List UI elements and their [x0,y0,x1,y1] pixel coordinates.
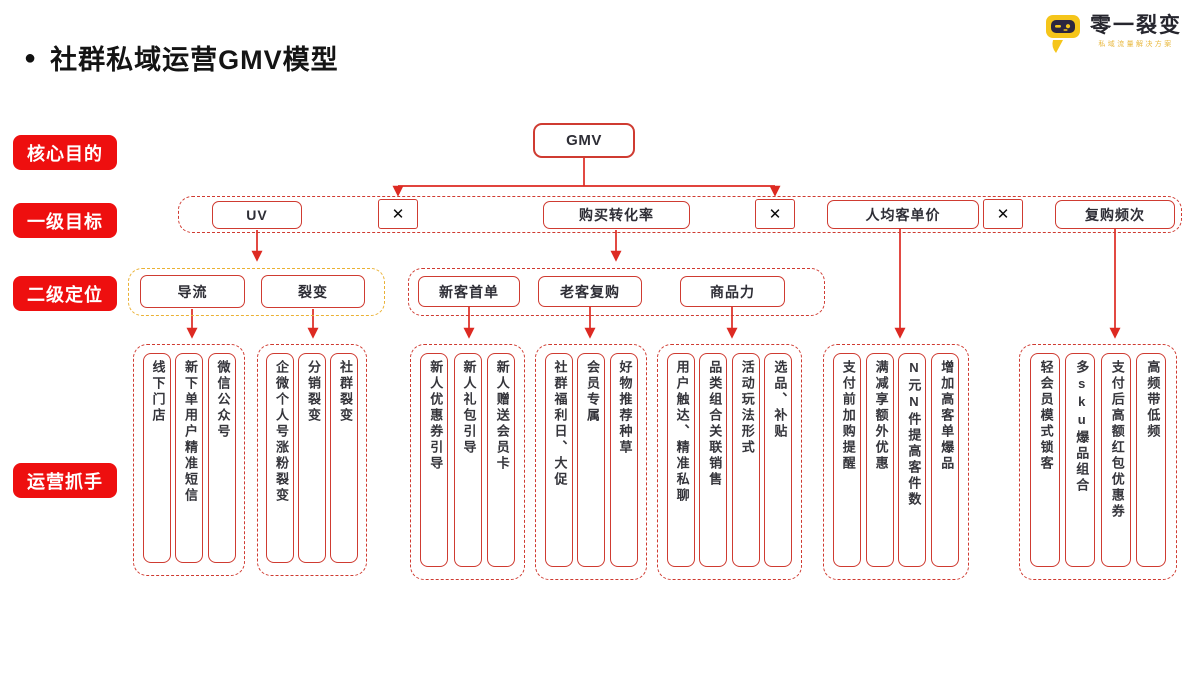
logo-text: 零一裂变 私域流量解决方案 [1090,13,1182,49]
tactic-pill: 新下单用户精准短信 [175,353,203,563]
logo-tagline: 私域流量解决方案 [1098,41,1174,49]
node-uv: UV [212,201,302,229]
node-repurchase-frequency: 复购频次 [1055,200,1175,229]
level2-uv-dashed-container [128,268,385,316]
node-conversion-rate: 购买转化率 [543,201,690,229]
row-label-operation-levers: 运营抓手 [13,463,117,498]
tactics-group-fission: 企微个人号涨粉裂变分销裂变社群裂变 [257,344,367,576]
node-traffic-diversion: 导流 [140,275,245,308]
node-avg-order-value: 人均客单价 [827,200,979,229]
tactic-pill: 活动玩法形式 [731,353,760,567]
tactic-pill: 满减享额外优惠 [865,353,894,567]
node-product-power: 商品力 [680,276,785,307]
tactic-pill: 选品、补贴 [764,353,793,567]
tactics-group-repurchase: 社群福利日、大促会员专属好物推荐种草 [535,344,647,580]
tactic-pill: 增加高客单爆品 [931,353,960,567]
node-new-customer-first-order: 新客首单 [418,276,520,307]
multiply-icon: ✕ [983,199,1023,229]
tactic-pill: 分销裂变 [298,353,326,563]
multiply-icon: ✕ [378,199,418,229]
node-old-customer-repurchase: 老客复购 [538,276,642,307]
tactic-pill: 新人礼包引导 [453,353,482,567]
bullet-icon: ● [24,46,37,69]
level1-dashed-container [178,196,1182,233]
tactics-group-new-customer: 新人优惠券引导新人礼包引导新人赠送会员卡 [410,344,525,580]
tactic-pill: 好物推荐种草 [609,353,638,567]
tactic-pill: N元N件提高客件数 [898,353,927,567]
node-gmv: GMV [533,123,635,158]
page-title: 社群私域运营GMV模型 [50,45,339,75]
row-label-level1-goal: 一级目标 [13,203,117,238]
tactic-pill: 企微个人号涨粉裂变 [266,353,294,563]
tactic-pill: 新人优惠券引导 [420,353,449,567]
tactic-pill: 轻会员模式锁客 [1029,353,1060,567]
tactic-pill: 多sku爆品组合 [1065,353,1096,567]
tactic-pill: 社群福利日、大促 [544,353,573,567]
tactic-pill: 品类组合关联销售 [699,353,728,567]
row-label-core-purpose: 核心目的 [13,135,117,170]
tactic-pill: 支付前加购提醒 [832,353,861,567]
tactic-pill: 线下门店 [142,353,171,563]
tactic-pill: 支付后高额红包优惠券 [1100,353,1131,567]
tactics-group-product-power: 用户触达、精准私聊品类组合关联销售活动玩法形式选品、补贴 [657,344,802,580]
row-label-level2-position: 二级定位 [13,276,117,311]
level2-conversion-dashed-container [408,268,825,316]
node-fission: 裂变 [261,275,365,308]
brand-logo: 零一裂变 私域流量解决方案 [1043,13,1182,60]
page-header: ● 社群私域运营GMV模型 [24,38,339,77]
multiply-icon: ✕ [755,199,795,229]
tactic-pill: 会员专属 [577,353,605,567]
tactics-group-repurchase-frequency: 轻会员模式锁客多sku爆品组合支付后高额红包优惠券高频带低频 [1019,344,1177,580]
tactic-pill: 微信公众号 [207,353,236,563]
robot-icon [1043,13,1083,60]
logo-name: 零一裂变 [1090,14,1182,37]
tactic-pill: 社群裂变 [330,353,358,563]
tactic-pill: 用户触达、精准私聊 [666,353,695,567]
tactics-group-traffic-diversion: 线下门店新下单用户精准短信微信公众号 [133,344,245,576]
tactic-pill: 新人赠送会员卡 [486,353,515,567]
tactic-pill: 高频带低频 [1136,353,1167,567]
